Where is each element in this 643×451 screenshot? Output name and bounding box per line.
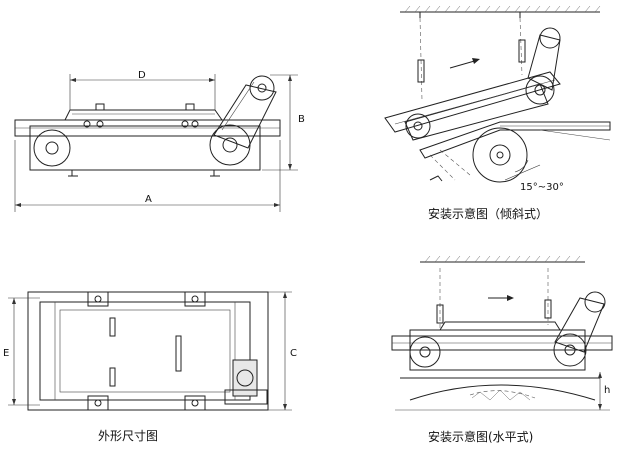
dim-h-label: h (604, 385, 610, 396)
dim-b-label: B (298, 114, 305, 125)
dim-c-label: C (290, 348, 297, 359)
horizontal-install-view: h 安装示意图(水平式) (391, 255, 613, 444)
angle-label: 15°~30° (520, 182, 564, 193)
caption-install-horizontal: 安装示意图(水平式) (428, 429, 533, 444)
dim-a-label: A (145, 194, 152, 205)
caption-install-inclined: 安装示意图（倾斜式） (428, 206, 548, 221)
plan-view: E C 外形尺寸图 (3, 291, 297, 443)
side-elevation-view: D A B (14, 70, 305, 212)
dim-e-label: E (3, 348, 9, 359)
inclined-install-view: 15°~30° 安装示意图（倾斜式） (384, 5, 611, 221)
dim-d-label: D (138, 70, 146, 81)
caption-outline-size: 外形尺寸图 (98, 429, 158, 443)
